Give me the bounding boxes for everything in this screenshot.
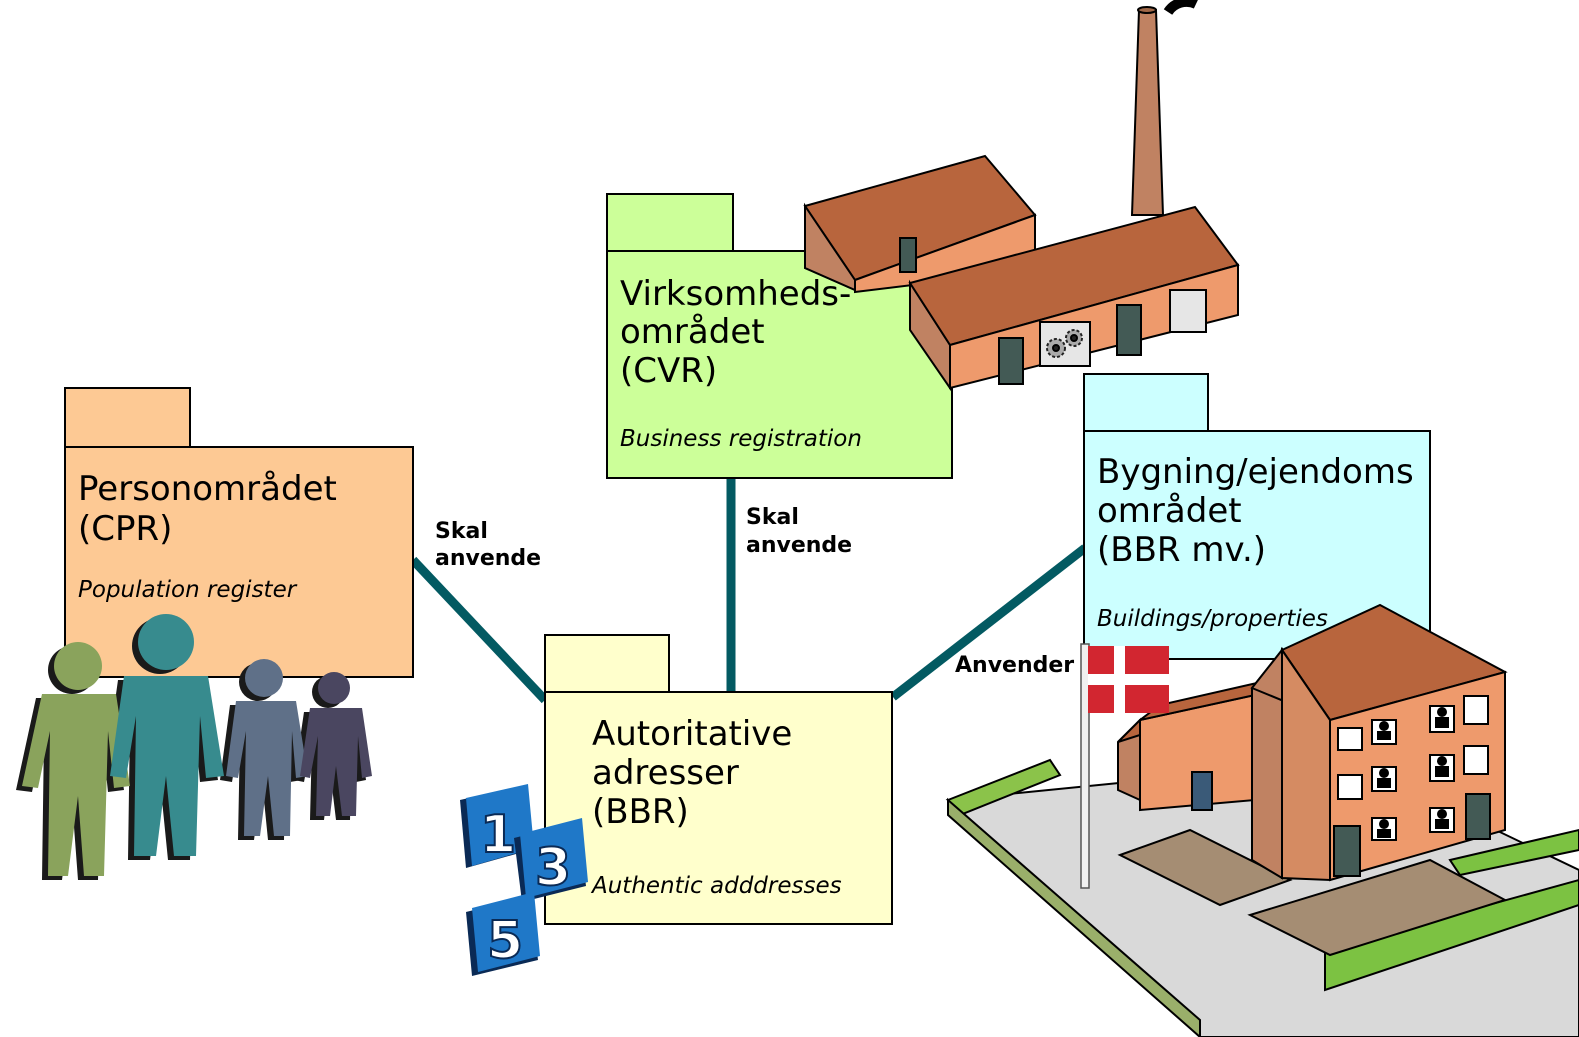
house-number-1: 1 <box>480 805 516 865</box>
person-title-line1: Personområdet <box>78 469 337 509</box>
address-title-line3: (BBR) <box>592 792 689 832</box>
connector-building-label: Anvender <box>955 653 1074 678</box>
connector-person-label-line2: anvende <box>435 546 541 571</box>
building-subtitle: Buildings/properties <box>1097 606 1328 632</box>
danish-flag-icon <box>1080 643 1169 889</box>
connector-person-label-line1: Skal <box>435 519 488 544</box>
package-person[interactable]: Personområdet (CPR) Population register <box>64 387 414 678</box>
house-number-plate: 5 <box>466 892 540 976</box>
package-business[interactable]: Virksomheds- området (CVR) Business regi… <box>606 193 953 479</box>
house-number-plate: 3 <box>514 818 588 902</box>
business-title-line1: Virksomheds- <box>620 274 851 314</box>
gear-icon <box>1039 321 1091 367</box>
people-icon <box>16 614 372 880</box>
address-title-line1: Autoritative <box>592 714 792 754</box>
house-number-plate: 1 <box>460 784 534 868</box>
building-title-line1: Bygning/ejendoms <box>1097 452 1414 492</box>
connector-building-address <box>890 544 1088 701</box>
business-title-line3: (CVR) <box>620 351 717 391</box>
address-subtitle: Authentic adddresses <box>590 873 842 899</box>
house-number-3: 3 <box>535 838 571 898</box>
connectors <box>409 478 1088 704</box>
factory-icon <box>803 0 1240 392</box>
person-title-line2: (CPR) <box>78 509 172 549</box>
person-subtitle: Population register <box>78 577 298 603</box>
address-title-line2: adresser <box>592 753 739 793</box>
business-subtitle: Business registration <box>620 426 862 452</box>
connector-business-label-line1: Skal <box>746 505 799 530</box>
connector-person-address <box>409 556 549 704</box>
residential-building-icon <box>945 603 1579 1037</box>
business-title-line2: området <box>620 312 765 352</box>
house-number-plates-icon: 1 3 5 <box>460 784 588 976</box>
package-address[interactable]: Autoritative adresser (BBR) Authentic ad… <box>544 634 893 925</box>
house-number-5: 5 <box>487 911 523 971</box>
building-title-line3: (BBR mv.) <box>1097 530 1266 570</box>
connector-business-label-line2: anvende <box>746 533 852 558</box>
building-title-line2: området <box>1097 491 1242 531</box>
